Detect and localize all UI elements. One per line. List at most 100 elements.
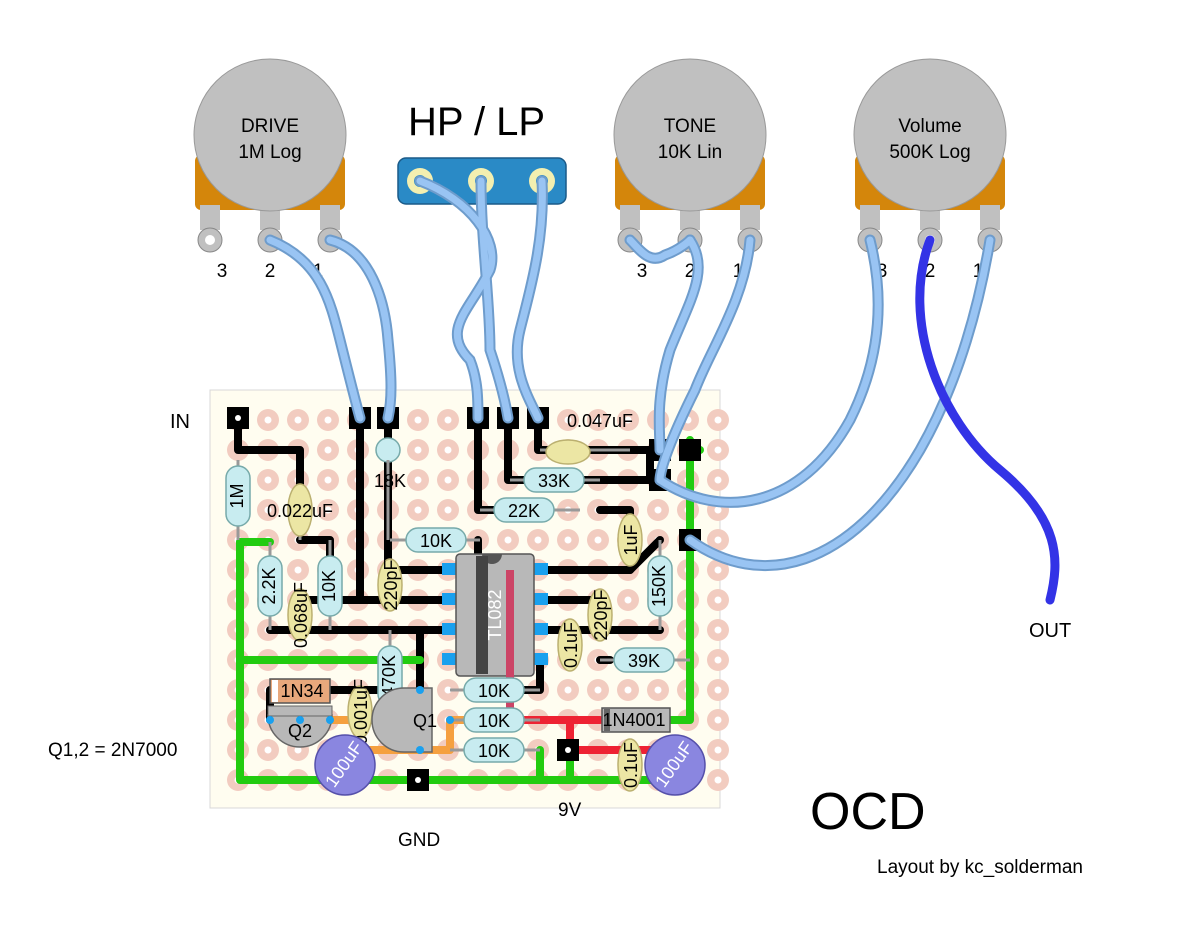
svg-text:2.2K: 2.2K [259, 567, 279, 604]
output-label: OUT [1029, 620, 1072, 642]
wires [264, 175, 1060, 605]
board-hole [324, 506, 332, 514]
cap-0-047uf: 0.047uF [540, 411, 633, 465]
svg-text:Q2: Q2 [288, 721, 312, 741]
transistors: Q2 Q1 [266, 686, 454, 754]
board-hole [714, 416, 722, 424]
board-hole [414, 446, 422, 454]
board-hole [564, 536, 572, 544]
resistor-18k: 18K [374, 437, 406, 540]
pot-drive: DRIVE 1M Log 3 2 1 [193, 58, 347, 282]
input-label: IN [170, 411, 190, 433]
board-hole [414, 416, 422, 424]
board-hole [324, 476, 332, 484]
svg-text:10K: 10K [478, 711, 510, 731]
svg-text:3: 3 [637, 261, 648, 282]
board-hole [294, 566, 302, 574]
board-hole [264, 476, 272, 484]
board-hole [594, 416, 602, 424]
project-title: OCD [810, 783, 926, 841]
board-hole [414, 506, 422, 514]
board-hole [714, 686, 722, 694]
board-hole [444, 416, 452, 424]
board-hole [264, 506, 272, 514]
switch-label: HP / LP [408, 100, 546, 144]
resistor-10k-r2: 10K [450, 707, 540, 733]
svg-text:2: 2 [685, 261, 696, 282]
resistor-1m: 1M [225, 460, 251, 540]
resistor-150k: 150K [647, 540, 673, 630]
board-hole [444, 686, 452, 694]
cap-100uf-left: 100uF [314, 734, 376, 796]
board-hole [654, 686, 662, 694]
transistor-note: Q1,2 = 2N7000 [48, 740, 178, 761]
svg-text:220pF: 220pF [591, 589, 611, 640]
svg-text:3: 3 [877, 261, 888, 282]
board-hole [264, 416, 272, 424]
electrolytic-capacitors: 100uF 100uF [314, 734, 706, 796]
svg-text:18K: 18K [374, 471, 406, 491]
svg-text:150K: 150K [649, 565, 669, 607]
board-hole [324, 416, 332, 424]
svg-text:220pF: 220pF [381, 559, 401, 610]
board-hole [444, 506, 452, 514]
board-hole [714, 716, 722, 724]
pot-volume-name: Volume [898, 116, 961, 137]
diode-1n4001: 1N4001 [601, 707, 671, 733]
cap-220pf-right: 220pF [587, 588, 613, 642]
board-hole [504, 536, 512, 544]
svg-text:Q1: Q1 [413, 711, 437, 731]
resistor-10k-top: 10K [390, 527, 480, 553]
ic-tl082: TL082 [442, 553, 548, 690]
power-label: 9V [558, 800, 582, 821]
resistors: 1M 18K 33K 22K 10K 150K [225, 437, 690, 763]
diodes: 1N34 1N4001 [269, 678, 671, 733]
board-hole [624, 686, 632, 694]
cap-0-1uf-bottom: 0.1uF [617, 738, 643, 792]
svg-text:1: 1 [733, 261, 744, 282]
board-hole [714, 446, 722, 454]
cap-0-1uf-mid: 0.1uF [557, 618, 583, 672]
layout-credit: Layout by kc_solderman [877, 857, 1083, 878]
svg-text:1N34: 1N34 [280, 681, 323, 701]
board-hole [564, 416, 572, 424]
cap-0-068uf: 0.068uF [287, 582, 313, 648]
svg-text:0.068uF: 0.068uF [291, 582, 311, 648]
board-hole [414, 476, 422, 484]
board-hole [324, 446, 332, 454]
pot-tone-name: TONE [664, 116, 716, 137]
transistor-q1: Q1 [371, 686, 454, 754]
board-hole [714, 746, 722, 754]
svg-text:3: 3 [217, 261, 228, 282]
board-hole [714, 656, 722, 664]
diode-1n34: 1N34 [269, 678, 331, 704]
transistor-q2: Q2 [266, 705, 334, 748]
pot-volume-value: 500K Log [889, 142, 970, 163]
svg-text:0.1uF: 0.1uF [621, 742, 641, 788]
svg-text:39K: 39K [628, 651, 660, 671]
board-hole [294, 416, 302, 424]
board-hole [714, 506, 722, 514]
resistor-2-2k: 2.2K [257, 542, 283, 630]
resistor-22k: 22K [480, 497, 580, 523]
pot-tone: TONE 10K Lin 3 2 1 [613, 58, 767, 282]
svg-text:1uF: 1uF [621, 524, 641, 555]
resistor-10k-r3: 10K [450, 737, 540, 763]
svg-text:10K: 10K [478, 741, 510, 761]
board-hole [624, 416, 632, 424]
cap-220pf-left: 220pF [377, 558, 403, 612]
board-hole [654, 506, 662, 514]
svg-text:22K: 22K [508, 501, 540, 521]
svg-text:0.1uF: 0.1uF [561, 622, 581, 668]
terminals [227, 407, 701, 791]
svg-text:0.001uF: 0.001uF [351, 679, 371, 745]
board-hole [714, 536, 722, 544]
board-hole [714, 596, 722, 604]
board-hole [714, 626, 722, 634]
pot-drive-name: DRIVE [241, 116, 299, 137]
board-hole [594, 536, 602, 544]
svg-text:1M: 1M [227, 483, 247, 508]
resistor-39k: 39K [600, 647, 690, 673]
cap-0-022uf: 0.022uF [267, 483, 333, 540]
